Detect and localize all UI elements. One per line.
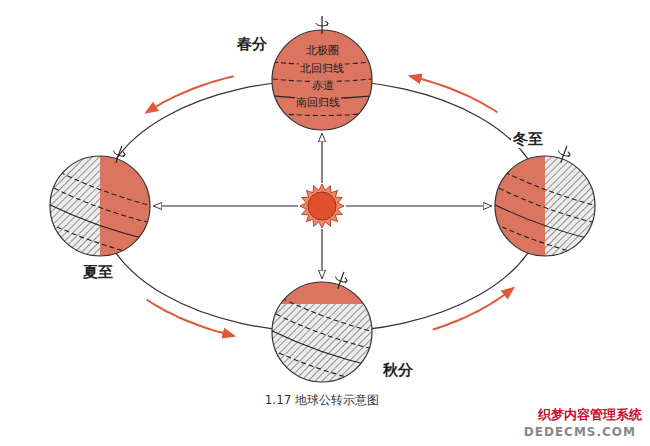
- latitude-line: [483, 181, 607, 230]
- latitude-label: 赤道: [311, 79, 335, 92]
- rotation-axis: [110, 144, 127, 165]
- latitude-line: [257, 111, 387, 116]
- sun-rays: [154, 134, 491, 278]
- globe-node: 冬至: [495, 156, 595, 256]
- globe: [495, 156, 595, 256]
- globe-node: 秋分: [272, 282, 372, 382]
- season-label: 夏至: [81, 263, 115, 281]
- rotation-axis: [332, 270, 349, 291]
- watermark: 织梦内容管理系统: [538, 406, 642, 424]
- season-label: 春分: [235, 35, 269, 53]
- orbit-arrow: [147, 76, 234, 112]
- globe-node: 夏至: [50, 156, 150, 256]
- night-side: [50, 156, 100, 256]
- season-label: 冬至: [511, 130, 545, 148]
- latitude-label: 北回归线: [299, 62, 345, 75]
- rotation-axis: [555, 144, 572, 165]
- rotation-axis: [316, 16, 328, 34]
- latitude-label: 南回归线: [295, 96, 341, 109]
- latitude-label: 北极圈: [305, 45, 340, 58]
- night-side: [545, 156, 595, 256]
- orbit-arrow: [147, 300, 234, 336]
- orbit-arrow: [410, 76, 497, 112]
- sun-disc: [308, 192, 336, 220]
- orbit-arrow: [433, 288, 513, 329]
- season-label: 秋分: [381, 361, 415, 379]
- watermark: DEDECMS.COM: [524, 425, 636, 439]
- latitude-line: [38, 181, 162, 230]
- figure-caption: 1.17 地球公转示意图: [265, 392, 380, 409]
- globe: [272, 282, 372, 382]
- sun-rays-zigzag: [300, 184, 344, 228]
- sun: [300, 184, 344, 228]
- globe-node: 春分北极圈北回归线赤道南回归线: [272, 30, 372, 130]
- latitude-line: [260, 307, 384, 356]
- globe: [50, 156, 150, 256]
